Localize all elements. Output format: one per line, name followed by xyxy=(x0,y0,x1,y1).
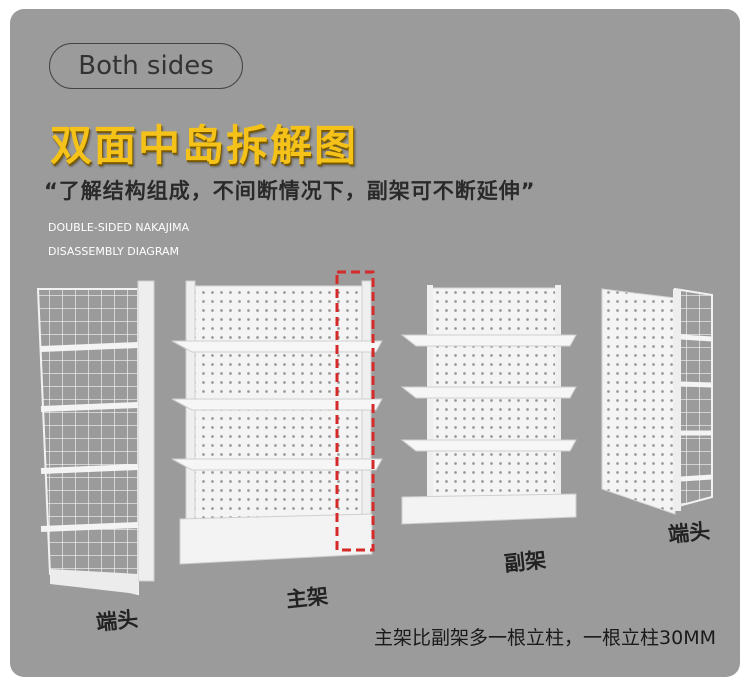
label-end-cap-right: 端头 xyxy=(666,518,712,548)
both-sides-pill: Both sides xyxy=(49,43,243,89)
english-caption-line1: DOUBLE-SIDED NAKAJIMA xyxy=(48,221,190,234)
page-title: 双面中岛拆解图 xyxy=(50,121,359,170)
main-frame xyxy=(171,270,383,565)
label-sub-frame: 副架 xyxy=(502,547,548,577)
label-main-frame: 主架 xyxy=(284,583,330,613)
subtitle-quote: “了解结构组成，不间断情况下，副架可不断延伸” xyxy=(44,179,536,203)
end-cap-right xyxy=(601,287,713,515)
end-cap-left xyxy=(36,280,155,596)
highlight-post xyxy=(335,270,375,552)
post-note: 主架比副架多一根立柱，一根立柱30MM xyxy=(374,627,716,649)
label-end-cap-left: 端头 xyxy=(94,606,140,636)
shelving-illustration xyxy=(36,270,713,596)
sub-frame xyxy=(400,285,577,525)
english-caption-line2: DISASSEMBLY DIAGRAM xyxy=(48,245,180,258)
product-card: Both sides 双面中岛拆解图 “了解结构组成，不间断情况下，副架可不断延… xyxy=(10,9,740,677)
